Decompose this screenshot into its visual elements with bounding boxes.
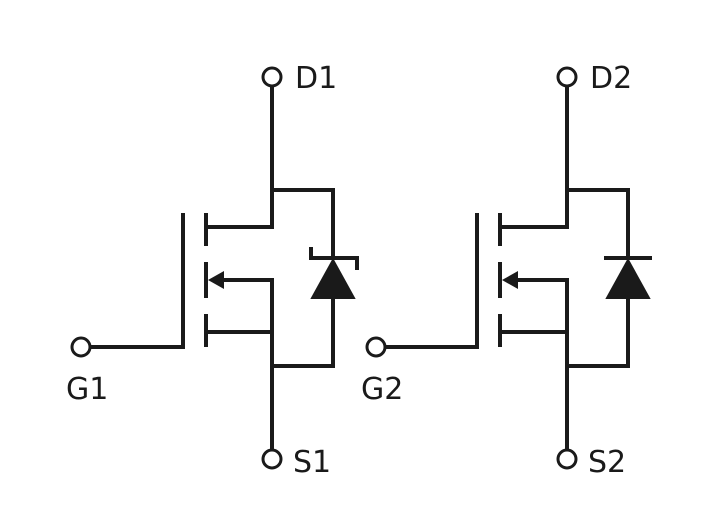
zener-1-bar xyxy=(309,247,359,270)
s1-label: S1 xyxy=(293,445,331,480)
zener-diode-1 xyxy=(310,257,356,299)
diode-2 xyxy=(605,257,651,299)
g2-label: G2 xyxy=(361,372,403,407)
body-1-arrow xyxy=(208,271,224,289)
g2-terminal xyxy=(365,336,387,358)
d1-label: D1 xyxy=(295,61,337,96)
s2-label: S2 xyxy=(588,445,626,480)
s1-terminal xyxy=(261,448,283,470)
d2-terminal xyxy=(556,66,578,88)
g1-label: G1 xyxy=(66,372,108,407)
g1-terminal xyxy=(70,336,92,358)
d1-terminal xyxy=(261,66,283,88)
d2-label: D2 xyxy=(590,61,632,96)
body-2-arrow xyxy=(502,271,518,289)
mosfet-2: D2 G2 S2 xyxy=(361,61,652,480)
s2-terminal xyxy=(556,448,578,470)
mosfet-1: D1 G1 S1 xyxy=(66,61,359,480)
